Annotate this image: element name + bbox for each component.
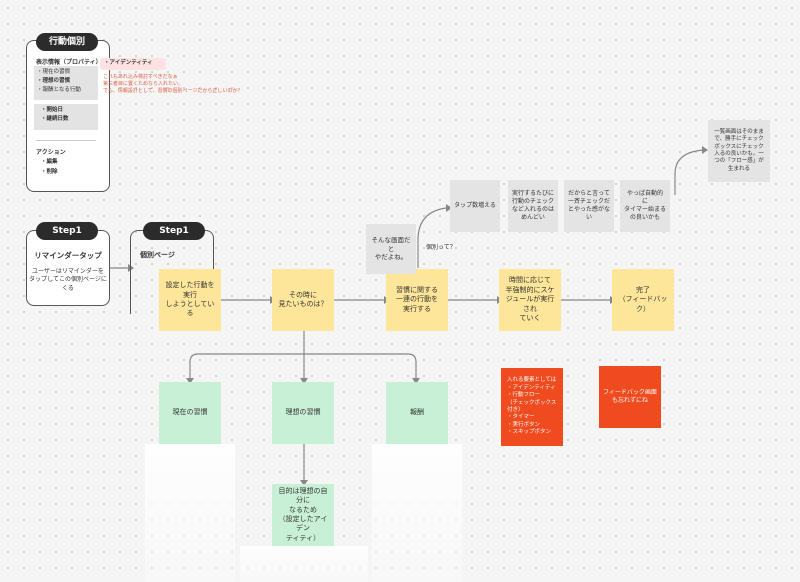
note-screen: そんな画面だと やだよね。 [366,224,416,274]
identity-highlight [100,58,166,70]
outcome-ideal-habit: 理想の習慣 [272,382,334,444]
section1-box [34,66,98,100]
section2-item: ・開始日 [41,107,64,113]
note-check-tedious: 実行するたびに 行動のチェック など入れるのは めんどい [508,180,558,232]
legend-card-title: 行動個別 [36,33,98,51]
step-title: 個別ページ [140,251,175,259]
note-bulk-check: だからと言って 一斉チェックだ とやった感がな い [564,180,614,232]
section1-title: 表示情報（プロパティ） [36,59,102,66]
identity-comment: これもあれ込み検討すべきだなぁ 第三者目に置くためなら入れたい。 でも、情報設計… [103,74,243,94]
section1-item: ・理想の習慣 [37,78,71,84]
flow-step-1: 設定した行動を実行 しようとしている [159,269,221,331]
note-question: 個別って？ [426,244,456,251]
section3-item: ・編集 [41,159,58,165]
step-title: リマインダータップ [34,251,102,260]
note-elements: 入れる要素としては ・アイデンティティ ・行動フロー （チェックボックス 付き）… [501,368,563,446]
flow-step-3: 習慣に関する 一連の行動を 実行する [386,269,448,331]
note-auto-timer: やっぱ自動的 に タイマー始まる の良いかも [620,180,670,232]
step-badge: Step1 [36,222,98,240]
divider [36,140,96,141]
note-list-screen: 一覧画面はそのまま で、勝手にチェック ボックスにチェック 入るの良いかも。一 … [708,120,770,182]
fade-shape [372,444,462,582]
flow-step-5: 完了 （フィードバック） [612,269,674,331]
note-tap-count: タップ数増える [450,180,500,232]
flow-step-4: 時間に応じて 半強制的にスケ ジュールが実行され ていく [499,269,561,331]
identity-label: ・アイデンティティ [104,60,153,66]
section1-item: ・現在の習慣 [37,69,71,75]
outcome-purpose: 目的は理想の自分に なるため （設定したアイデン ティティ） [272,484,334,546]
outcome-current-habit: 現在の習慣 [159,382,221,444]
fade-shape [145,444,235,582]
flow-step-2: その時に 見たいものは？ [272,269,334,331]
note-feedback-screen: フィードバック画面 も忘れずにね [599,366,661,428]
section3-title: アクション [36,149,66,156]
section3-item: ・削除 [41,169,58,175]
step-badge: Step1 [143,222,205,240]
outcome-reward: 報酬 [386,382,448,444]
step-description: ユーザーはリマインダーを タップしてこの個別ページに くる [29,268,107,292]
section1-item: ・報酬となる行動 [37,87,81,93]
section2-item: ・継続日数 [41,116,69,122]
section2-box [34,104,98,130]
step-card-reminder [26,230,110,306]
fade-shape [240,546,368,582]
